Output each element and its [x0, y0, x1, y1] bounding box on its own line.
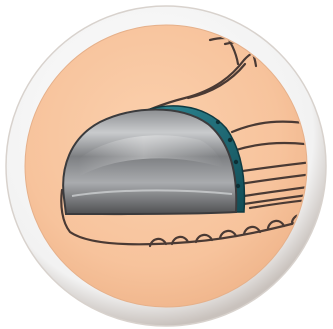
toe-cap-icon-badge [0, 0, 333, 329]
safety-shoe-illustration [0, 0, 333, 329]
